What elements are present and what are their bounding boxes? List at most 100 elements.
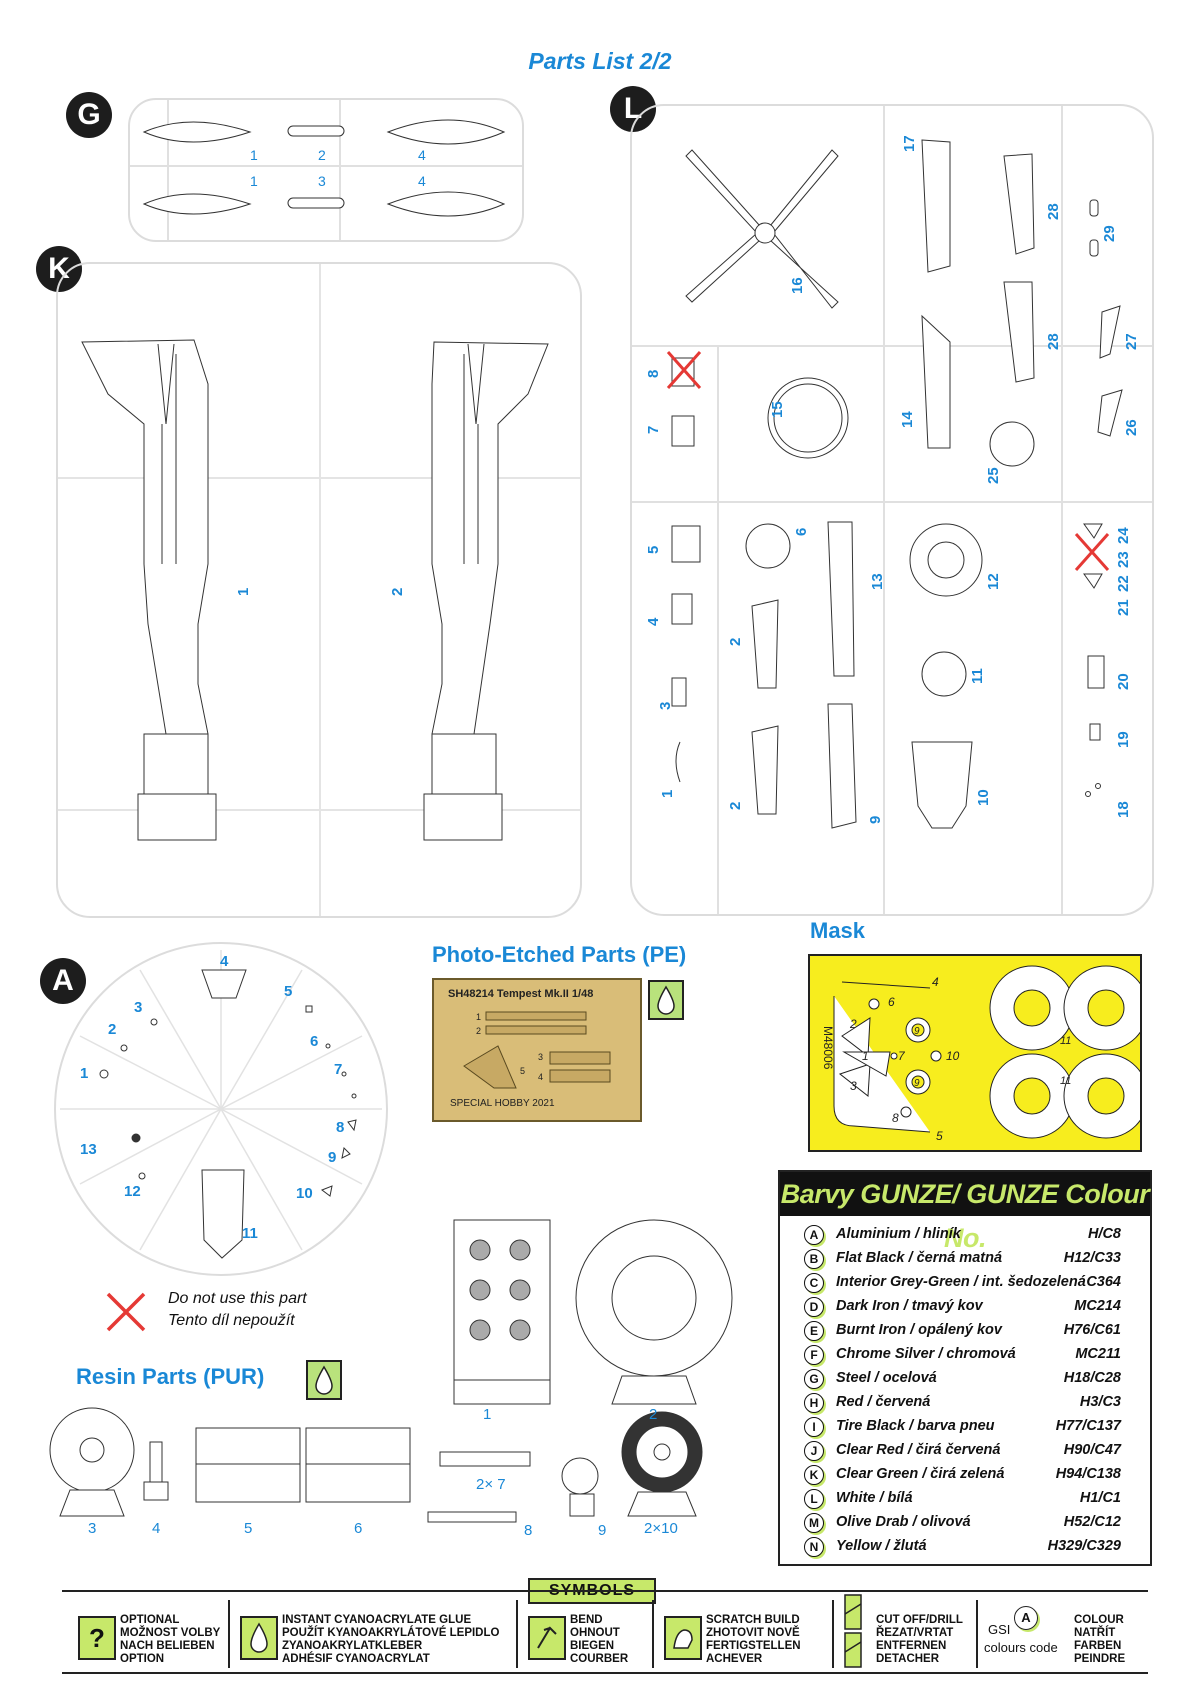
mask-part-number: 1 — [862, 1049, 869, 1063]
sprue-tree-a: 4 3 5 2 6 1 7 8 13 9 12 10 11 — [52, 940, 390, 1278]
part-number: 23 — [1115, 551, 1132, 568]
part-number: 4 — [645, 617, 662, 626]
part-number: 5 — [284, 983, 292, 1000]
mask-part-number: 9 — [914, 1078, 920, 1089]
part-number: 24 — [1115, 527, 1132, 544]
resin-part-label: 2 — [649, 1406, 658, 1423]
colour-letter-icon: J — [804, 1441, 824, 1461]
pe-fret: SH48214 Tempest Mk.II 1/48 1 2 3 4 5 SPE… — [432, 978, 642, 1122]
colour-letter-icon: B — [804, 1249, 824, 1269]
part-number: 6 — [793, 528, 810, 536]
part-number: 2 — [727, 802, 744, 810]
part-number: 4 — [418, 173, 426, 189]
part-number: 12 — [985, 573, 1002, 590]
resin-parts-area: 1 2 3 4 5 6 2× 7 8 9 2×10 — [40, 1210, 780, 1544]
part-number: 10 — [296, 1185, 313, 1202]
glue-drop-icon — [306, 1360, 342, 1400]
divider — [652, 1600, 654, 1668]
resin-part-label: 5 — [244, 1520, 253, 1537]
part-number: 28 — [1045, 333, 1062, 350]
pe-part-number: 4 — [538, 1072, 543, 1082]
mask-part-number: 11 — [1060, 1075, 1071, 1087]
mask-part-number: 7 — [898, 1049, 906, 1063]
part-number: 20 — [1115, 673, 1132, 690]
colour-letter-icon: F — [804, 1345, 824, 1365]
mask-part-number: 10 — [946, 1049, 960, 1063]
mask-part-number: 11 — [1060, 1035, 1071, 1047]
part-number: 14 — [899, 411, 916, 428]
do-not-use-cz: Tento díl nepoužít — [168, 1312, 295, 1329]
part-number: 6 — [310, 1033, 318, 1050]
part-number: 11 — [969, 668, 986, 684]
resin-part-label: 8 — [524, 1522, 533, 1539]
tree-letter-a: A — [40, 958, 86, 1004]
colour-letter-icon: A — [804, 1225, 824, 1245]
pe-fret-drawing: 1 2 3 4 5 — [463, 1011, 611, 1089]
part-number: 2 — [108, 1021, 116, 1038]
colour-letter-icon: M — [804, 1513, 824, 1533]
pe-part-number: 1 — [476, 1012, 481, 1022]
mask-part-number: 4 — [932, 975, 939, 989]
colour-letter-icon: N — [804, 1537, 824, 1557]
resin-part-label: 6 — [354, 1520, 363, 1537]
part-number: 13 — [80, 1141, 97, 1158]
sprue-tree-g: 1 2 4 1 3 4 — [128, 98, 524, 242]
colour-letter-icon: D — [804, 1297, 824, 1317]
part-number: 2 — [318, 147, 326, 163]
fuselage-right-half — [423, 341, 549, 841]
sprue-tree-k: 1 2 — [56, 262, 582, 918]
colour-letter-icon: L — [804, 1489, 824, 1509]
colour-letter-icon: G — [804, 1369, 824, 1389]
red-cross-icon — [106, 1292, 146, 1332]
colour-code: MC211 — [1075, 1346, 1121, 1362]
mask-drawing — [833, 965, 1140, 1139]
resin-part-label: 9 — [598, 1522, 607, 1539]
colour-name: Flat Black / černá matná — [836, 1250, 1003, 1266]
part-number: 19 — [1115, 731, 1132, 748]
colour-code: H1/C1 — [1079, 1490, 1121, 1506]
pe-heading: Photo-Etched Parts (PE) — [432, 942, 687, 967]
pe-part-number: 2 — [476, 1026, 481, 1036]
mask-part-number: 5 — [936, 1129, 943, 1143]
part-number: 22 — [1115, 575, 1132, 592]
colour-name: Steel / ocelová — [836, 1370, 937, 1386]
colour-name: Chrome Silver / chromová — [836, 1346, 1016, 1362]
part-number: 18 — [1115, 801, 1132, 818]
colour-code: H329/C329 — [1047, 1538, 1121, 1554]
question-icon: ? — [78, 1616, 116, 1660]
sprue-a-drawing — [54, 942, 388, 1276]
colour-name: Red / červená — [836, 1394, 931, 1410]
cut-drill-icon — [844, 1594, 862, 1668]
bend-icon — [528, 1616, 566, 1660]
colour-icon: A — [1014, 1606, 1038, 1630]
resin-parts-drawing — [49, 1219, 733, 1523]
gunze-heading: Barvy GUNZE/ GUNZE Colour No. — [780, 1172, 1150, 1253]
sprue-k-drawing — [58, 264, 580, 916]
colour-code: H76/C61 — [1063, 1322, 1121, 1338]
gsi-sub: colours code — [984, 1640, 1058, 1655]
colour-name: Tire Black / barva pneu — [836, 1418, 995, 1434]
colour-code: MC214 — [1074, 1298, 1121, 1314]
colour-name: Clear Green / čirá zelená — [836, 1466, 1005, 1482]
part-number: 7 — [645, 426, 662, 434]
mask-part-number: 8 — [892, 1111, 899, 1125]
part-number: 9 — [328, 1149, 336, 1166]
mask-part-number: 2 — [849, 1017, 857, 1031]
part-number: 15 — [769, 401, 786, 418]
scratch-build-icon — [664, 1616, 702, 1660]
mask-heading: Mask — [810, 918, 866, 943]
resin-part-label: 3 — [88, 1520, 97, 1537]
colour-code: H77/C137 — [1055, 1418, 1121, 1434]
sprue-l-labels: 17 28 29 16 28 27 8 7 15 14 25 26 5 6 13… — [645, 135, 1140, 824]
colour-letter-icon: E — [804, 1321, 824, 1341]
colour-code: H90/C47 — [1063, 1442, 1121, 1458]
part-number: 4 — [220, 953, 229, 970]
